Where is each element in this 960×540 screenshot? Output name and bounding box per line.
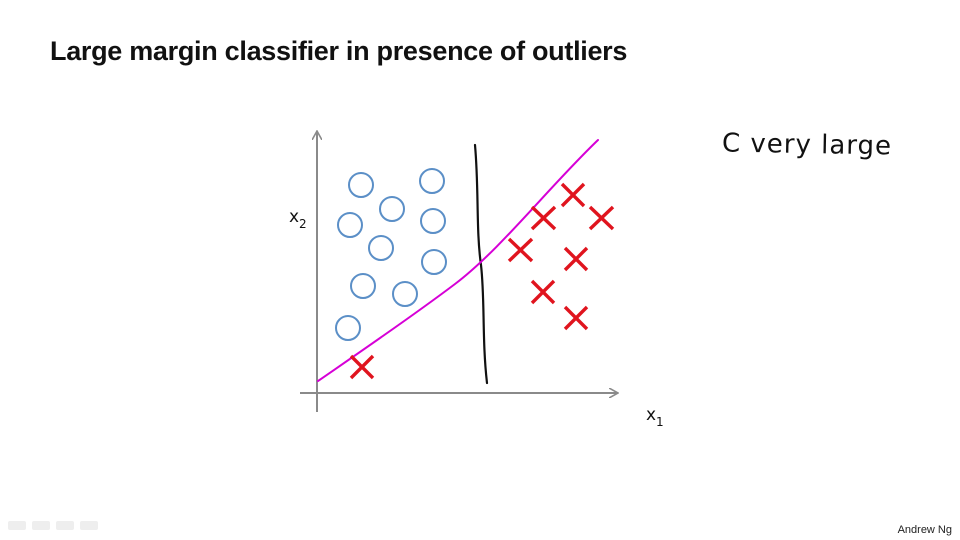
cross-icon: [507, 237, 534, 263]
author-credit: Andrew Ng: [897, 524, 952, 536]
player-controls: [8, 521, 98, 530]
circle-icon: [337, 212, 363, 238]
positive-class-points: [349, 182, 615, 380]
y-axis-label: x 2: [289, 207, 307, 231]
y-axis-label-subscript: 2: [299, 217, 307, 231]
x-axis-label-text: x: [646, 405, 656, 425]
slides-icon[interactable]: [56, 521, 74, 530]
cross-icon: [560, 182, 586, 208]
x-axis-label-subscript: 1: [656, 415, 664, 429]
circle-icon: [335, 315, 361, 341]
pen-icon[interactable]: [32, 521, 50, 530]
circle-icon: [392, 281, 418, 307]
large-margin-boundary: [473, 143, 489, 385]
circle-icon: [379, 196, 405, 222]
cross-icon: [563, 246, 589, 272]
cross-icon: [563, 305, 589, 331]
next-icon[interactable]: [80, 521, 98, 530]
slide-title: Large margin classifier in presence of o…: [50, 36, 628, 66]
y-axis-label-text: x: [289, 207, 299, 227]
outlier-cross-icon: [349, 354, 375, 380]
cross-icon: [530, 205, 557, 231]
cross-icon: [588, 205, 615, 231]
circle-icon: [348, 172, 374, 198]
cross-icon: [530, 279, 556, 305]
circle-icon: [350, 273, 376, 299]
circle-icon: [368, 235, 394, 261]
circle-icon: [419, 168, 445, 194]
prev-icon[interactable]: [8, 521, 26, 530]
x-axis-label: x 1: [646, 405, 664, 429]
circle-icon: [420, 208, 446, 234]
svm-boundary-line: [317, 139, 599, 382]
negative-class-points: [335, 168, 447, 341]
circle-icon: [421, 249, 447, 275]
c-very-large-annotation: C very large: [721, 128, 893, 162]
